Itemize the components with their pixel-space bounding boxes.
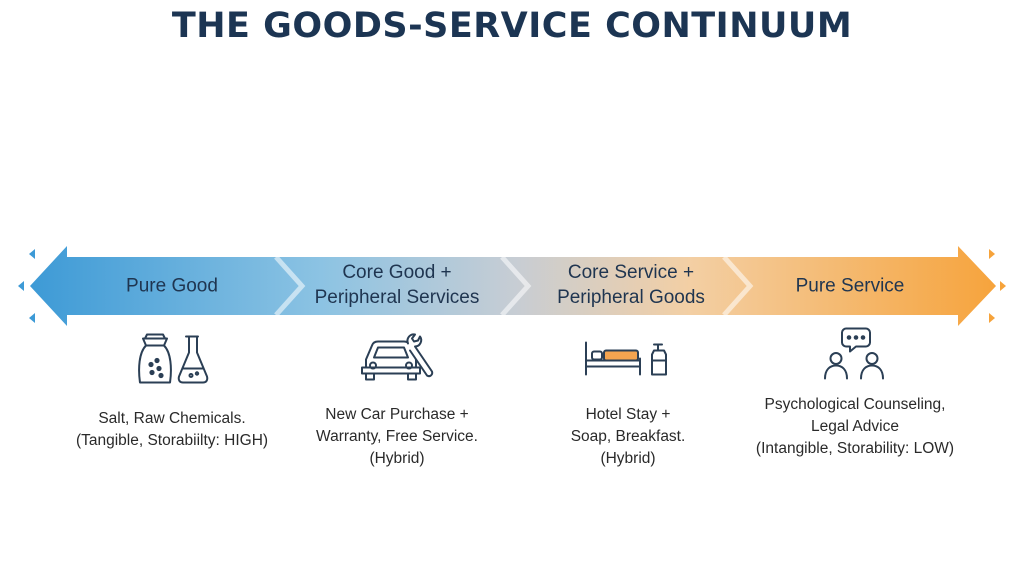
bed-and-soap-bottle-icon [582, 337, 672, 388]
segment-divider [500, 255, 532, 317]
description-core-good: New Car Purchase + Warranty, Free Servic… [316, 406, 478, 467]
arrow-body [30, 246, 996, 326]
page-title: THE GOODS-SERVICE CONTINUUM [171, 6, 853, 46]
small-arrowhead-left-top [29, 249, 35, 259]
small-arrowhead-left-mid [18, 281, 24, 291]
description-pure-service: Psychological Counseling, Legal Advice (… [755, 396, 955, 457]
segment-label-pure-service: Pure Service [795, 275, 905, 297]
small-arrowhead-right-mid [1000, 281, 1006, 291]
segment-label-pure-good: Pure Good [126, 275, 218, 297]
segment-divider [274, 255, 306, 317]
salt-bag-and-flask-icon [133, 331, 213, 394]
small-arrowhead-right-bottom [989, 313, 995, 323]
car-with-wrench-icon [358, 332, 438, 393]
segment-divider [722, 255, 754, 317]
small-arrowhead-left-bottom [29, 313, 35, 323]
description-pure-good: Salt, Raw Chemicals. (Tangible, Storabii… [75, 410, 269, 449]
small-arrowhead-right-top [989, 249, 995, 259]
segment-label-core-service: Core Service + Peripheral Goods [557, 262, 705, 308]
description-core-service: Hotel Stay + Soap, Breakfast. (Hybrid) [570, 406, 686, 467]
people-with-speech-bubble-icon [820, 325, 892, 388]
segment-label-core-good: Core Good + Peripheral Services [314, 262, 480, 308]
